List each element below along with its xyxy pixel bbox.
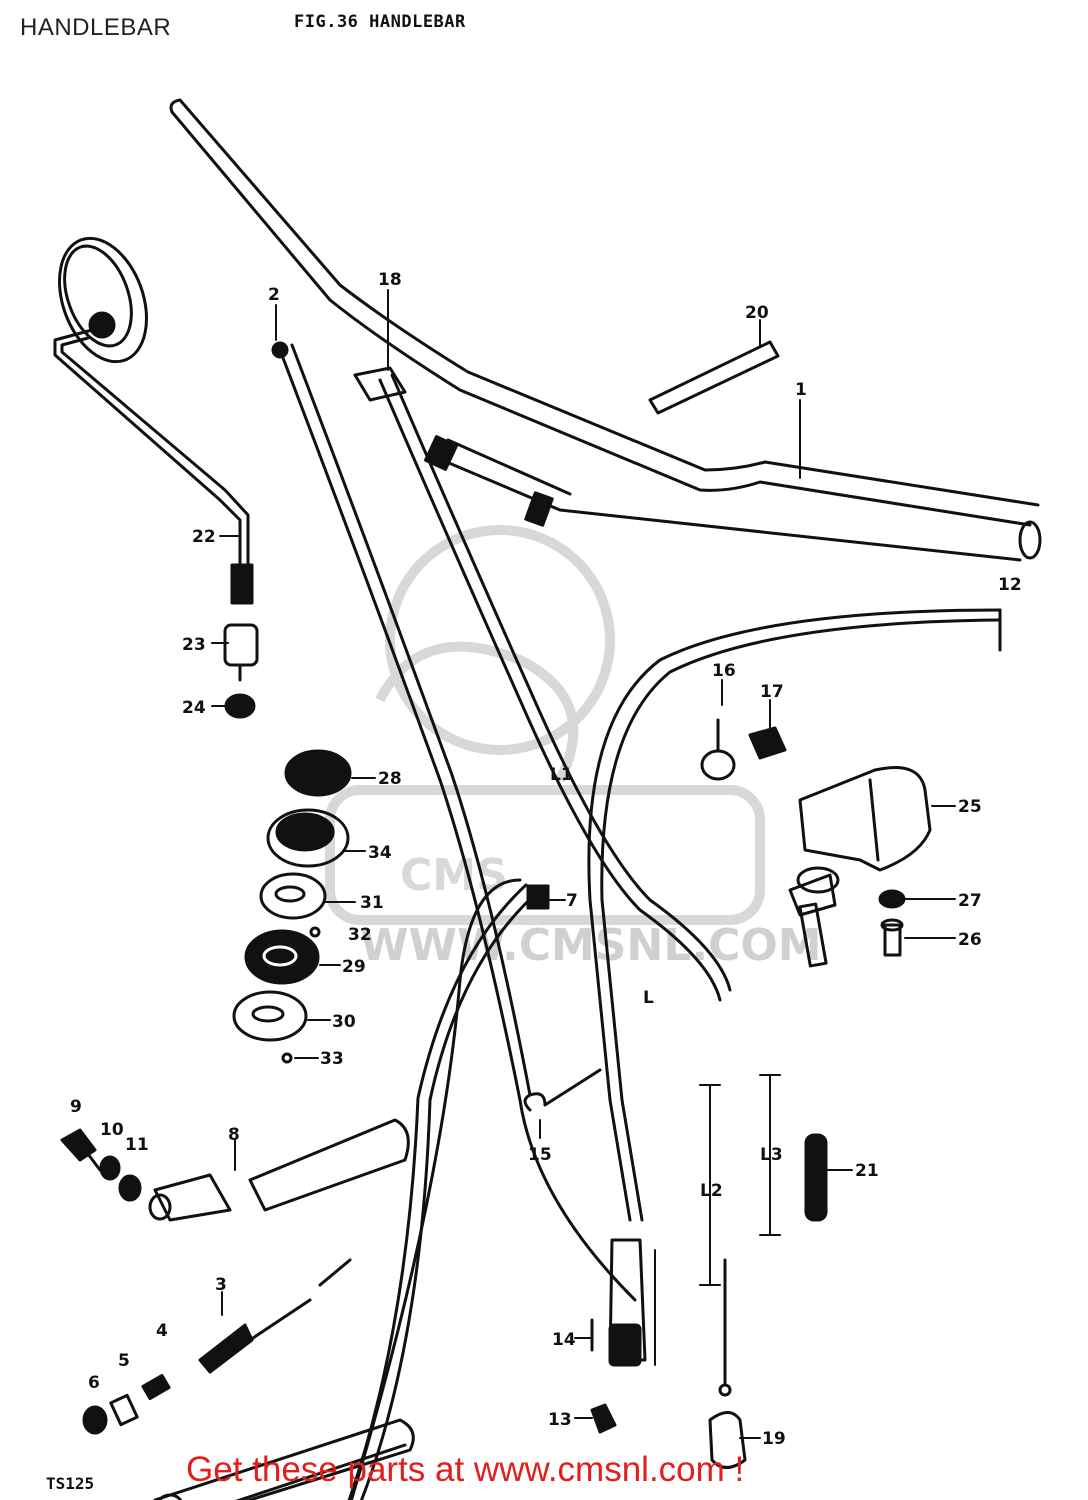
washer-10 (99, 1155, 121, 1181)
model-code: TS125 (46, 1474, 95, 1493)
label-part-2: 2 (268, 285, 280, 305)
handlebar-tube (169, 98, 1042, 562)
throttle-cable (271, 341, 732, 1302)
label-part-19: 19 (762, 1429, 786, 1449)
label-part-30: 30 (332, 1012, 356, 1032)
bolt-17 (748, 726, 787, 760)
washer-27 (878, 889, 906, 909)
label-part-4: 4 (156, 1321, 168, 1341)
label-part-22: 22 (192, 527, 216, 547)
washer-11 (118, 1174, 142, 1202)
bolt-9 (60, 1128, 102, 1172)
label-part-26: 26 (958, 930, 982, 950)
part-labels: 1 2 3 4 5 6 7 8 9 10 11 12 13 14 15 16 1… (70, 270, 1022, 1449)
label-part-16: 16 (712, 661, 736, 681)
screw-13 (590, 1403, 617, 1434)
ignition-switch (788, 766, 932, 968)
label-part-34: 34 (368, 843, 392, 863)
mirror-adapter (223, 623, 259, 682)
label-part-3: 3 (215, 1275, 227, 1295)
label-part-33: 33 (320, 1049, 344, 1069)
label-part-13: 13 (548, 1410, 572, 1430)
label-cable-L3: L3 (760, 1145, 783, 1165)
label-part-25: 25 (958, 797, 982, 817)
promo-link[interactable]: Get these parts at www.cmsnl.com ! (186, 1450, 745, 1489)
label-part-5: 5 (118, 1351, 130, 1371)
label-part-21: 21 (855, 1161, 879, 1181)
label-part-28: 28 (378, 769, 402, 789)
grip (153, 1118, 415, 1500)
spring-16 (700, 718, 736, 781)
cable-clamp (526, 884, 550, 910)
label-part-27: 27 (958, 891, 982, 911)
label-part-32: 32 (348, 925, 372, 945)
clip-15 (523, 1068, 602, 1112)
washer-stack (232, 749, 352, 1064)
clutch-cable (587, 608, 1002, 1222)
label-part-29: 29 (342, 957, 366, 977)
label-cable-L2: L2 (700, 1181, 723, 1201)
label-part-11: 11 (125, 1135, 149, 1155)
label-part-20: 20 (745, 303, 769, 323)
watermark-url: WWW.CMSNL.COM (360, 920, 822, 971)
label-part-7: 7 (566, 891, 578, 911)
label-part-31: 31 (360, 893, 384, 913)
label-part-1: 1 (795, 380, 807, 400)
adjuster (82, 1258, 352, 1435)
screw-26 (880, 918, 904, 957)
watermark-brand: CMS (400, 850, 508, 901)
leader-lines (211, 289, 956, 1439)
label-part-17: 17 (760, 682, 784, 702)
dimension-lines (654, 1074, 781, 1366)
mirror-nut (224, 693, 256, 719)
label-part-15: 15 (528, 1145, 552, 1165)
label-cable-L: L (643, 988, 654, 1008)
boot-19 (708, 1258, 747, 1469)
label-part-14: 14 (552, 1330, 576, 1350)
label-part-24: 24 (182, 698, 206, 718)
label-part-12: 12 (998, 575, 1022, 595)
label-part-6: 6 (88, 1373, 100, 1393)
label-part-23: 23 (182, 635, 206, 655)
label-part-18: 18 (378, 270, 402, 290)
label-part-9: 9 (70, 1097, 82, 1117)
label-part-10: 10 (100, 1120, 124, 1140)
mirror (53, 236, 254, 605)
shaft-21 (804, 1133, 828, 1222)
cable-adjuster-14 (590, 1238, 647, 1367)
label-part-8: 8 (228, 1125, 240, 1145)
page-title: HANDLEBAR (20, 14, 172, 41)
pin-20 (648, 340, 780, 415)
grip-end (148, 1173, 232, 1222)
label-cable-L1: L1 (550, 765, 573, 785)
figure-title: FIG.36 HANDLEBAR (294, 12, 466, 32)
